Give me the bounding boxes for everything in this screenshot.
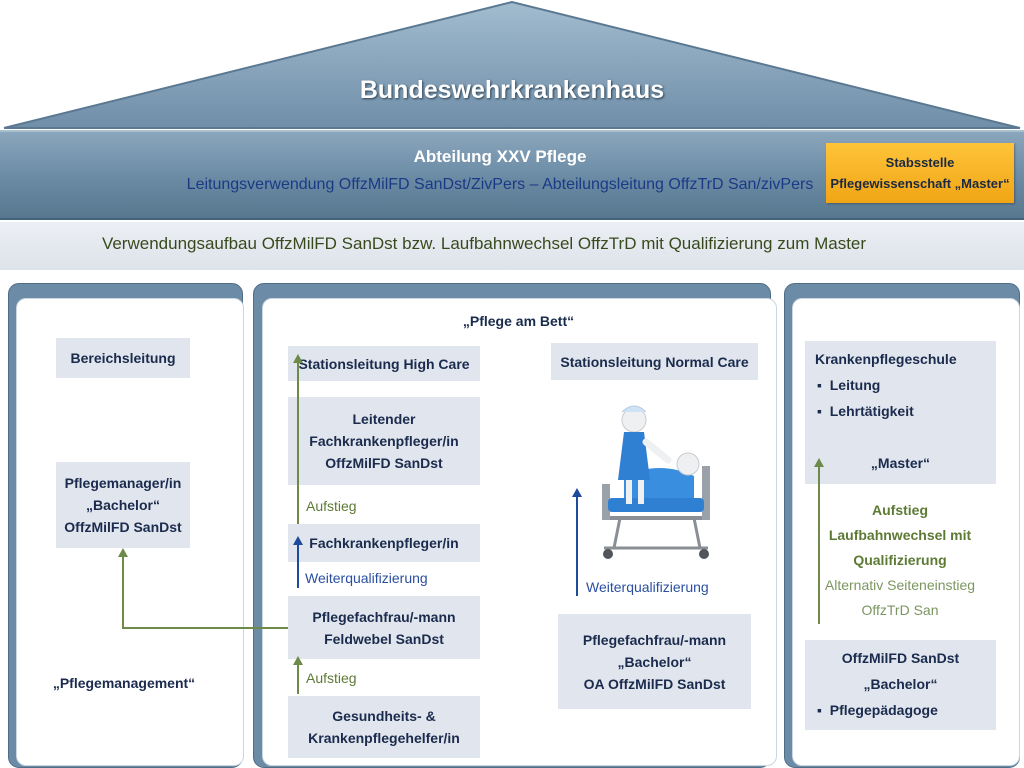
high-care-lead-box: Stationsleitung High Care — [288, 346, 480, 381]
promotion-label-upper: Aufstieg — [306, 498, 357, 514]
bachelor-nurse-box: Pflegefachfrau/-mann „Bachelor“ OA OffzM… — [558, 614, 751, 709]
high-care-lead-label: Stationsleitung High Care — [298, 355, 470, 372]
care-management-label: „Pflegemanagement“ — [52, 675, 196, 691]
qualification-label-right: Weiterqualifizierung — [586, 579, 709, 595]
bedside-care-heading: „Pflege am Bett“ — [462, 313, 575, 329]
nursing-assistant-box: Gesundheits- & Krankenpflegehelfer/in — [288, 696, 480, 758]
care-manager-line3: OffzMilFD SanDst — [64, 519, 182, 535]
staff-unit-box: Stabsstelle Pflegewissenschaft „Master“ — [826, 143, 1014, 203]
nursing-school-item-label: Leitung — [829, 377, 881, 393]
career-change-line1: Aufstieg — [872, 502, 928, 518]
nursing-assistant-line1: Gesundheits- & — [332, 708, 436, 724]
qualification-arrow-right — [572, 488, 582, 596]
area-management-label: Bereichsleitung — [70, 350, 176, 366]
patient-bed-illustration — [602, 405, 710, 559]
care-manager-line2: „Bachelor“ — [86, 497, 160, 513]
nurse-sergeant-line2: Feldwebel SanDst — [324, 630, 444, 647]
bachelor-nurse-line2: „Bachelor“ — [617, 653, 692, 670]
bachelor-nurse-line3: OA OffzMilFD SanDst — [583, 675, 726, 692]
career-band-text: Verwendungsaufbau OffzMilFD SanDst bzw. … — [101, 234, 867, 253]
nursing-school-item-lehre: ▪ Lehrtätigkeit — [817, 403, 914, 419]
qualification-arrow-left — [293, 536, 303, 588]
lead-specialist-line2: Fachkrankenpfleger/in — [309, 433, 459, 449]
pedagogue-item-label: Pflegepädagoge — [829, 702, 938, 718]
nurse-sergeant-line1: Pflegefachfrau/-mann — [312, 608, 456, 625]
lead-specialist-line3: OffzMilFD SanDst — [325, 455, 443, 471]
care-manager-line1: Pflegemanager/in — [64, 475, 182, 491]
specialist-nurse-label: Fachkrankenpfleger/in — [309, 535, 459, 551]
bullet-icon: ▪ — [817, 403, 830, 419]
career-change-line4: Alternativ Seiteneinstieg — [824, 577, 976, 593]
promotion-arrow-lower — [293, 656, 303, 694]
career-change-line2: Laufbahnwechsel mit — [828, 527, 972, 543]
normal-care-lead-box: Stationsleitung Normal Care — [551, 343, 758, 380]
bachelor-nurse-line1: Pflegefachfrau/-mann — [582, 631, 727, 648]
pedagogue-item: ▪ Pflegepädagoge — [817, 702, 938, 718]
career-band — [0, 222, 1024, 270]
nursing-school-title: Krankenpflegeschule — [815, 351, 957, 367]
lead-specialist-nurse-box: Leitender Fachkrankenpfleger/in OffzMilF… — [288, 397, 480, 485]
area-management-box: Bereichsleitung — [56, 338, 190, 378]
nursing-school-item-label: Lehrtätigkeit — [829, 403, 914, 419]
left-career-arrow — [118, 548, 322, 629]
staff-unit-line2: Pflegewissenschaft „Master“ — [830, 176, 1010, 191]
department-subtitle: Leitungsverwendung OffzMilFD SanDst/ZivP… — [186, 176, 814, 193]
pedagogue-box: OffzMilFD SanDst „Bachelor“ ▪ Pflegepäda… — [805, 640, 996, 730]
career-change-line3: Qualifizierung — [853, 552, 947, 568]
nursing-assistant-line2: Krankenpflegehelfer/in — [308, 730, 460, 746]
pedagogue-line2: „Bachelor“ — [863, 676, 938, 692]
nurse-sergeant-box: Pflegefachfrau/-mann Feldwebel SanDst — [288, 596, 480, 659]
normal-care-lead-label: Stationsleitung Normal Care — [560, 353, 749, 370]
career-change-line5: OffzTrD San — [861, 602, 939, 618]
specialist-nurse-box: Fachkrankenpfleger/in — [288, 524, 480, 562]
bullet-icon: ▪ — [817, 377, 830, 393]
nursing-school-item-leitung: ▪ Leitung — [817, 377, 880, 393]
lead-specialist-line1: Leitender — [352, 411, 416, 427]
department-title: Abteilung XXV Pflege — [413, 147, 587, 166]
master-label: „Master“ — [870, 455, 931, 471]
pedagogue-line1: OffzMilFD SanDst — [841, 650, 960, 666]
staff-unit-line1: Stabsstelle — [885, 155, 955, 170]
promotion-label-lower: Aufstieg — [306, 670, 357, 686]
bullet-icon: ▪ — [817, 702, 830, 718]
qualification-label-left: Weiterqualifizierung — [305, 570, 428, 586]
nursing-school-box: Krankenpflegeschule ▪ Leitung ▪ Lehrtäti… — [805, 341, 996, 484]
career-change-arrow — [814, 458, 824, 624]
roof-shape — [3, 0, 1021, 129]
career-change-text: Aufstieg Laufbahnwechsel mit Qualifizier… — [810, 498, 990, 623]
hospital-title: Bundeswehrkrankenhaus — [359, 76, 665, 104]
promotion-arrow-upper — [293, 354, 303, 524]
care-manager-box: Pflegemanager/in „Bachelor“ OffzMilFD Sa… — [56, 462, 190, 548]
